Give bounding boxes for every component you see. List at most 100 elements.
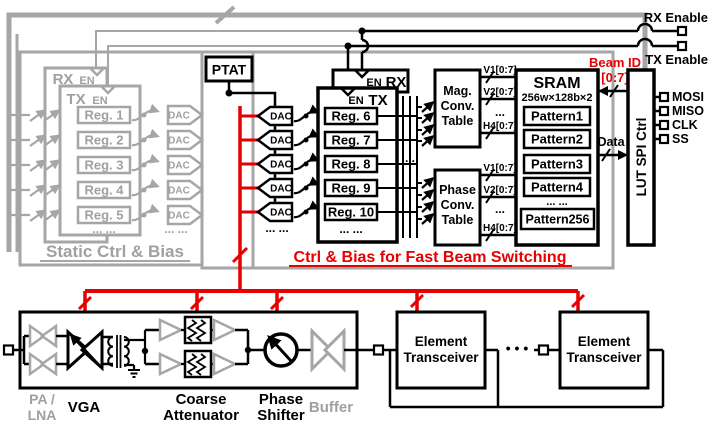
buffer-symbol bbox=[310, 327, 357, 373]
data-arrow bbox=[618, 150, 628, 160]
rf-input-port bbox=[2, 344, 15, 356]
reg3-box bbox=[76, 155, 132, 175]
static-title: Static Ctrl & Bias bbox=[46, 242, 184, 261]
svg-text:DAC: DAC bbox=[270, 112, 292, 123]
svg-text:DAC: DAC bbox=[168, 111, 190, 122]
rails-ellipsis: ... bbox=[405, 151, 415, 165]
reg1-label: Reg. 1 bbox=[84, 108, 123, 123]
ss-port bbox=[658, 133, 670, 145]
tx-en-label: EN bbox=[92, 95, 107, 107]
wire-hop bbox=[636, 22, 654, 32]
static-ctrl-bias: RX EN TX EN Reg. 1 Reg. 2 Reg. 3 Reg. 4 … bbox=[29, 66, 205, 262]
clk-label: CLK bbox=[672, 118, 698, 132]
svg-text:Pattern256: Pattern256 bbox=[526, 213, 590, 227]
svg-text:Pattern4: Pattern4 bbox=[531, 180, 584, 195]
static-dac-switches bbox=[131, 103, 160, 222]
junction-dot bbox=[225, 89, 233, 97]
en-tx-label: TX bbox=[368, 92, 387, 109]
phase-conv-table-box bbox=[433, 168, 482, 247]
svg-text:Conv.: Conv. bbox=[441, 99, 475, 113]
phase-shifter-symbol bbox=[263, 332, 312, 368]
svg-text:DAC: DAC bbox=[168, 161, 190, 172]
miso-port bbox=[658, 105, 670, 117]
dac-ellipsis: ... ... bbox=[265, 221, 288, 235]
reg9-label: Reg. 9 bbox=[331, 181, 370, 196]
svg-text:V2[0:7]: V2[0:7] bbox=[483, 87, 516, 98]
reg-ellipsis: ... ... bbox=[339, 222, 362, 236]
svg-text:V1[0:7]: V1[0:7] bbox=[483, 65, 516, 76]
tx-enable-port bbox=[676, 40, 688, 52]
reg5-label: Reg. 5 bbox=[84, 208, 123, 223]
reg4-label: Reg. 4 bbox=[84, 183, 124, 198]
reg4-box bbox=[76, 180, 132, 200]
phase-shifter-label: Phase bbox=[259, 391, 303, 408]
svg-text:Element: Element bbox=[415, 334, 468, 349]
fast-bias-red-bus bbox=[231, 106, 258, 291]
reg1-box bbox=[76, 105, 132, 125]
fast-title: Ctrl & Bias for Fast Beam Switching bbox=[294, 249, 567, 266]
clk-port bbox=[658, 119, 670, 131]
pattern1-box bbox=[522, 105, 592, 127]
mosi-port bbox=[658, 91, 670, 103]
svg-text:Pattern3: Pattern3 bbox=[531, 157, 583, 172]
sram: SRAM 256w×128b×2 Pattern1 Pattern2 Patte… bbox=[514, 68, 600, 247]
svg-text:Table: Table bbox=[442, 114, 474, 128]
svg-text:DAC: DAC bbox=[168, 211, 190, 222]
wire-hop bbox=[361, 38, 370, 54]
beam-id-arrow bbox=[598, 86, 608, 96]
vga-label: VGA bbox=[68, 399, 101, 416]
tx-label: TX bbox=[66, 91, 85, 108]
en-rx-arrow bbox=[354, 69, 370, 79]
bus-slash bbox=[609, 84, 619, 98]
lut-spi-ctrl: Beam ID [0:7] Data LUT SPI Ctrl MOSI MIS… bbox=[589, 55, 704, 247]
data-label: Data bbox=[597, 135, 625, 149]
svg-text:Element: Element bbox=[578, 334, 631, 349]
fast-output-rails: ... bbox=[377, 96, 435, 238]
svg-text:DAC: DAC bbox=[270, 136, 292, 147]
reg7-label: Reg. 7 bbox=[331, 133, 370, 148]
rf-output-port bbox=[372, 344, 385, 356]
static-input-switches bbox=[29, 109, 61, 222]
rx-en-arrow bbox=[89, 67, 105, 77]
svg-text:DAC: DAC bbox=[168, 136, 190, 147]
reg6-label: Reg. 6 bbox=[331, 109, 370, 124]
en-tx-arrow bbox=[340, 87, 356, 97]
svg-text:DAC: DAC bbox=[168, 186, 190, 197]
sram-size: 256w×128b×2 bbox=[522, 92, 593, 104]
rx-enable-port bbox=[676, 25, 688, 37]
pa-lna-label: PA / bbox=[29, 391, 55, 407]
svg-text:Table: Table bbox=[442, 213, 474, 227]
table-sram-buses: V1[0:7] V2[0:7] ... H4[0:7] V1[0:7] V2[0… bbox=[480, 65, 517, 242]
bus-slash-red bbox=[231, 246, 249, 264]
en-tx-en-label: EN bbox=[348, 95, 363, 107]
mag-conv-table-box bbox=[433, 68, 482, 149]
fast-dac-switches bbox=[293, 104, 320, 219]
svg-text:V1[0:7]: V1[0:7] bbox=[483, 163, 516, 174]
beam-id-range: [0:7] bbox=[601, 70, 628, 85]
lut-spi-ctrl-label: LUT SPI Ctrl bbox=[634, 118, 649, 197]
svg-text:Conv.: Conv. bbox=[441, 198, 475, 212]
svg-text:DAC: DAC bbox=[270, 208, 292, 219]
vga-symbol bbox=[66, 328, 104, 372]
reg-ellipsis: ... ... bbox=[92, 222, 115, 236]
svg-text:Pattern2: Pattern2 bbox=[531, 132, 583, 147]
transceiver-ellipsis: • • • bbox=[506, 340, 529, 356]
reg2-label: Reg. 2 bbox=[84, 133, 123, 148]
element-transceivers: Element Transceiver • • • Element Transc… bbox=[357, 310, 665, 409]
svg-text:...: ... bbox=[495, 105, 505, 119]
pattern4-box bbox=[522, 176, 592, 198]
reg5-box bbox=[76, 205, 132, 225]
svg-text:H4[0:7]: H4[0:7] bbox=[483, 223, 517, 234]
rf-chain: PA / LNA VGA Coarse Attenuator Phase Shi… bbox=[2, 310, 359, 424]
reg10-label: Reg. 10 bbox=[328, 205, 374, 220]
tx-enable-label: TX Enable bbox=[645, 52, 708, 67]
dac-ellipsis: ... ... bbox=[164, 222, 187, 236]
svg-text:Mag.: Mag. bbox=[443, 84, 471, 98]
sram-title: SRAM bbox=[533, 75, 580, 92]
svg-text:Shifter: Shifter bbox=[257, 407, 305, 424]
svg-text:Pattern1: Pattern1 bbox=[531, 109, 583, 124]
fast-dacs: DAC DAC DAC DAC DAC ... ... bbox=[255, 105, 294, 235]
conversion-tables: Mag. Conv. Table Phase Conv. Table V1[0:… bbox=[433, 65, 517, 247]
resistor-icon bbox=[186, 353, 207, 376]
